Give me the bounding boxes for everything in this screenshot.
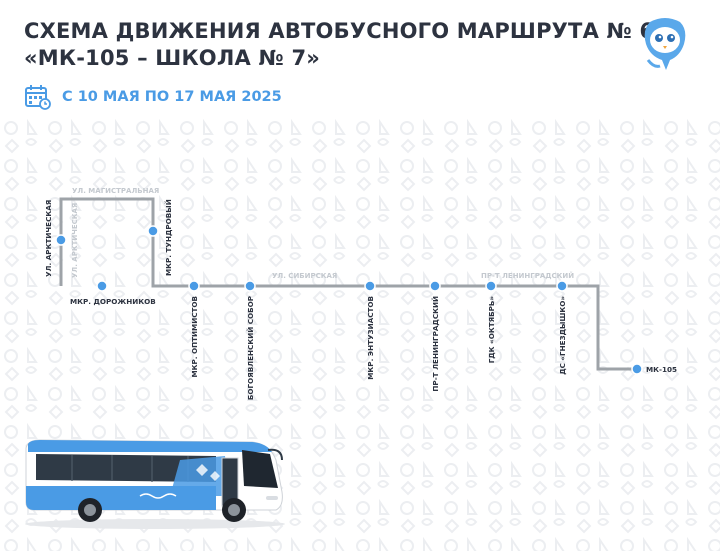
stop-label-entuziastov: МКР. ЭНТУЗИАСТОВ <box>366 296 375 380</box>
stop-label-tundrovy: МКР. ТУНДРОВЫЙ <box>164 199 173 276</box>
stop-dot-leningradsky[interactable] <box>429 280 441 292</box>
stop-label-dorozhnikov: МКР. ДОРОЖНИКОВ <box>70 297 156 306</box>
title-line-1: СХЕМА ДВИЖЕНИЯ АВТОБУСНОГО МАРШРУТА № 6 <box>24 19 655 43</box>
stop-dot-oktyabr[interactable] <box>485 280 497 292</box>
stop-label-leningradsky: ПР-Т ЛЕНИНГРАДСКИЙ <box>431 296 440 392</box>
stop-label-mk105: МК-105 <box>646 365 677 374</box>
city-mascot-logo <box>644 18 686 70</box>
street-leningradsky: ПР-Т ЛЕНИНГРАДСКИЙ <box>481 271 574 280</box>
route-line <box>59 197 637 371</box>
stop-dot-gnezdyshko[interactable] <box>556 280 568 292</box>
date-range-row: С 10 МАЯ ПО 17 МАЯ 2025 <box>24 84 282 110</box>
street-sibirskaya: УЛ. СИБИРСКАЯ <box>272 272 337 280</box>
stop-dot-mk105[interactable] <box>631 363 643 375</box>
stop-dot-entuziastov[interactable] <box>364 280 376 292</box>
route-bus-image <box>25 439 285 529</box>
stop-dot-tundrovy[interactable] <box>147 225 159 237</box>
stop-label-optimistov: МКР. ОПТИМИСТОВ <box>190 296 199 378</box>
page-title: СХЕМА ДВИЖЕНИЯ АВТОБУСНОГО МАРШРУТА № 6 … <box>24 18 654 72</box>
stop-label-arkticheskaya: УЛ. АРКТИЧЕСКАЯ <box>44 200 53 277</box>
calendar-icon <box>25 85 51 110</box>
date-range: С 10 МАЯ ПО 17 МАЯ 2025 <box>62 89 282 105</box>
stop-label-bogoyavlensky: БОГОЯВЛЕНСКИЙ СОБОР <box>246 296 255 400</box>
stop-dot-arkticheskaya[interactable] <box>55 234 67 246</box>
title-line-2: «МК-105 – ШКОЛА № 7» <box>24 46 321 70</box>
stop-label-oktyabr: ГДК «ОКТЯБРЬ» <box>487 296 496 364</box>
street-magistralnaya: УЛ. МАГИСТРАЛЬНАЯ <box>72 187 159 195</box>
stop-label-gnezdyshko: ДС «ГНЕЗДЫШКО» <box>558 296 567 375</box>
stop-dot-optimistov[interactable] <box>188 280 200 292</box>
street-arkticheskaya-inner: УЛ. АРКТИЧЕСКАЯ <box>71 203 79 278</box>
stop-dot-bogoyavlensky[interactable] <box>244 280 256 292</box>
stop-dot-dorozhnikov[interactable] <box>96 280 108 292</box>
